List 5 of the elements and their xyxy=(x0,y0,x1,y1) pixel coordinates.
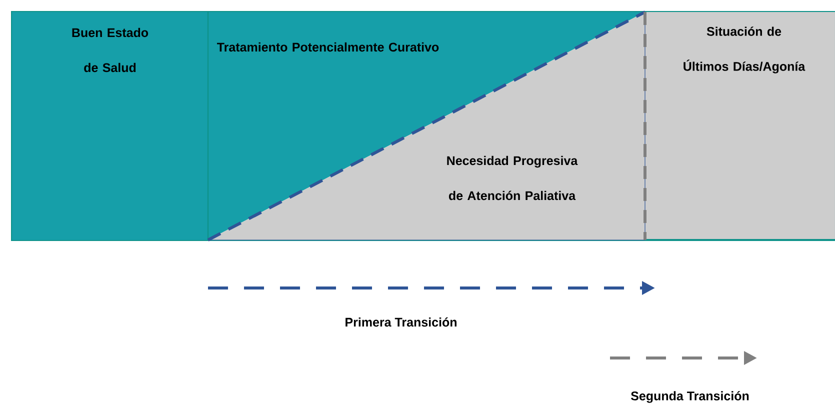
palliative-region: Necesidad Progresiva de Atención Paliativa xyxy=(447,156,578,200)
health-box: Buen Estado de Salud xyxy=(12,12,208,240)
legend-label: Primera Transición xyxy=(346,317,456,327)
last-days-box: Situación de Últimos Días/Agonía xyxy=(645,12,835,240)
legend-label: Segunda Transición xyxy=(630,391,749,403)
